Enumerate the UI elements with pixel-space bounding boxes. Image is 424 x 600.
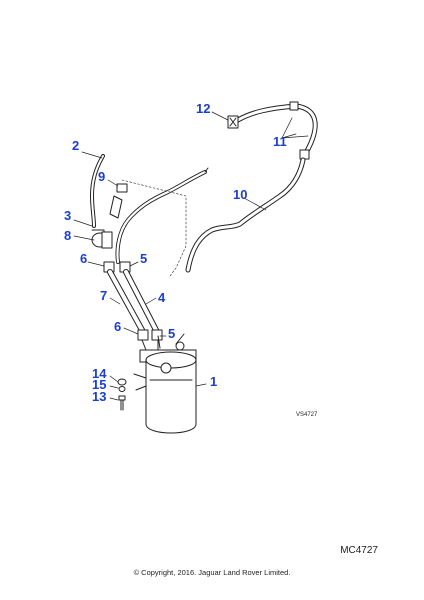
copyright-notice: © Copyright, 2016. Jaguar Land Rover Lim… — [133, 568, 291, 577]
callout-12: 12 — [196, 101, 210, 116]
callout-10: 10 — [233, 187, 247, 202]
reference-code: VS4727 — [296, 412, 318, 418]
pipe-part-2 — [90, 154, 105, 228]
callout-5-upper: 5 — [140, 251, 147, 266]
callout-7: 7 — [100, 288, 107, 303]
hoses-parts-4-7 — [107, 269, 159, 333]
valve-part-9 — [109, 183, 128, 219]
vent-pipe — [115, 167, 209, 264]
callout-9: 9 — [98, 169, 105, 184]
callout-8: 8 — [64, 228, 71, 243]
callout-1: 1 — [210, 374, 217, 389]
elbow-part-8 — [91, 229, 113, 249]
callout-14: 14 — [92, 366, 107, 381]
upper-hose-part-11 — [235, 101, 318, 161]
long-hose-part-10 — [185, 157, 306, 273]
callout-11: 11 — [273, 134, 287, 149]
hose-clip-part-12 — [227, 115, 239, 129]
diagram-code: MC4727 — [340, 545, 378, 556]
canister-part-1 — [133, 333, 197, 434]
callout-2: 2 — [72, 138, 79, 153]
callout-5-lower: 5 — [168, 326, 175, 341]
fixings-parts-13-15 — [117, 378, 127, 411]
callout-15: 15 — [92, 377, 106, 392]
callout-4: 4 — [158, 290, 166, 305]
callout-6-lower: 6 — [114, 319, 121, 334]
callout-6-upper: 6 — [80, 251, 87, 266]
callout-3: 3 — [64, 208, 71, 223]
callout-13: 13 — [92, 389, 106, 404]
